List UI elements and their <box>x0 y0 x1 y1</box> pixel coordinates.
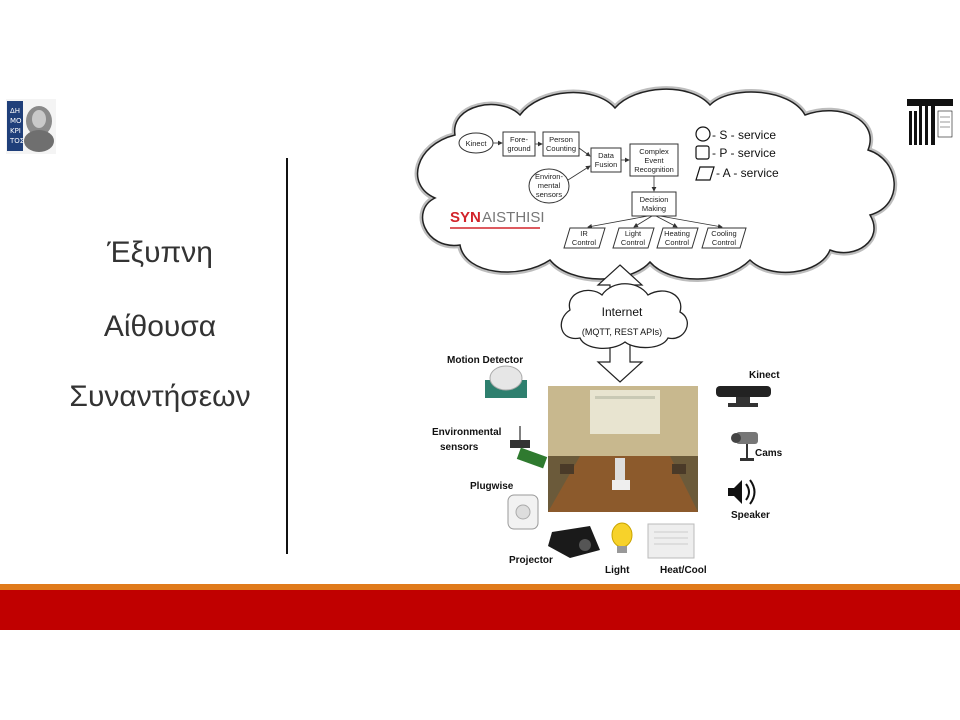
internet-cloud: Internet (MQTT, REST APIs) <box>560 283 688 349</box>
motion-detector-icon <box>485 365 527 398</box>
environmental-sensor-icon <box>510 426 548 469</box>
svg-text:Heating: Heating <box>664 229 690 238</box>
svg-text:ΤΟΣ: ΤΟΣ <box>9 137 24 145</box>
svg-text:Event: Event <box>644 156 664 165</box>
svg-text:Cooling: Cooling <box>711 229 736 238</box>
footer-stripe-red <box>0 590 960 630</box>
node-heating-control: Heating Control <box>656 227 699 249</box>
svg-text:Control: Control <box>665 238 690 247</box>
svg-text:SYN: SYN <box>450 209 481 226</box>
title-line-2: Αίθουσα <box>103 310 217 343</box>
architecture-diagram: Kinect Fore- ground Person Counting Envi… <box>414 86 898 576</box>
svg-text:Internet: Internet <box>602 305 643 319</box>
svg-text:Person: Person <box>549 135 573 144</box>
svg-text:Environ-: Environ- <box>535 172 563 181</box>
label-heat-cool: Heat/Cool <box>660 565 707 576</box>
svg-text:- S - service: - S - service <box>712 128 776 142</box>
svg-text:IR: IR <box>580 229 588 238</box>
label-light: Light <box>605 565 630 576</box>
system-cloud <box>414 86 898 282</box>
footer-stripe-orange <box>0 584 960 590</box>
title-line-3: Συναντήσεων <box>69 380 251 413</box>
svg-text:Complex: Complex <box>639 147 669 156</box>
vertical-divider <box>286 158 288 554</box>
node-foreground: Fore- ground <box>502 131 536 157</box>
svg-text:Decision: Decision <box>640 195 669 204</box>
plugwise-icon <box>507 494 539 530</box>
title-line-1: Έξυπνη <box>107 236 213 269</box>
node-kinect: Kinect <box>458 132 494 154</box>
label-motion-detector: Motion Detector <box>447 355 523 366</box>
label-projector: Projector <box>509 555 553 566</box>
label-kinect: Kinect <box>749 370 780 381</box>
label-environmental-sensors-1: Environmental <box>432 427 502 438</box>
node-ir-control: IR Control <box>563 227 606 249</box>
svg-text:- A - service: - A - service <box>716 166 779 180</box>
svg-text:Control: Control <box>572 238 597 247</box>
svg-text:sensors: sensors <box>536 190 563 199</box>
speaker-icon <box>728 479 756 505</box>
node-light-control: Light Control <box>612 227 655 249</box>
svg-text:ΔΗ: ΔΗ <box>10 107 20 115</box>
svg-text:Kinect: Kinect <box>466 139 488 148</box>
svg-text:Light: Light <box>625 229 642 238</box>
node-person-counting: Person Counting <box>542 131 580 157</box>
node-environmental-sensors: Environ- mental sensors <box>528 168 570 204</box>
svg-text:ΚΡΙ: ΚΡΙ <box>10 127 21 135</box>
institute-logo-icon <box>907 99 953 145</box>
heat-cool-unit-icon <box>647 523 695 559</box>
cloud-edges <box>493 140 723 229</box>
label-environmental-sensors-2: sensors <box>440 442 479 453</box>
node-decision-making: Decision Making <box>631 191 677 217</box>
svg-text:ΜΟ: ΜΟ <box>10 117 22 125</box>
svg-text:ground: ground <box>507 144 530 153</box>
svg-text:AISTHISI: AISTHISI <box>482 209 545 226</box>
node-data-fusion: Data Fusion <box>590 147 622 173</box>
camera-icon <box>731 432 758 461</box>
projector-icon <box>548 526 600 558</box>
node-complex-event-recognition: Complex Event Recognition <box>629 143 679 177</box>
svg-text:Making: Making <box>642 204 666 213</box>
node-cooling-control: Cooling Control <box>701 227 747 249</box>
svg-text:- P - service: - P - service <box>712 146 776 160</box>
light-bulb-icon <box>611 522 633 553</box>
svg-text:Fore-: Fore- <box>510 135 528 144</box>
label-speaker: Speaker <box>731 510 770 521</box>
svg-text:Fusion: Fusion <box>595 160 618 169</box>
svg-text:Recognition: Recognition <box>634 165 674 174</box>
svg-text:Control: Control <box>621 238 646 247</box>
svg-text:Control: Control <box>712 238 737 247</box>
svg-text:Data: Data <box>598 151 615 160</box>
label-plugwise: Plugwise <box>470 481 514 492</box>
kinect-icon <box>716 386 771 407</box>
democritus-logo-icon: ΔΗ ΜΟ ΚΡΙ ΤΟΣ <box>6 99 56 154</box>
svg-text:mental: mental <box>538 181 561 190</box>
label-cams: Cams <box>755 448 783 459</box>
svg-text:(MQTT, REST APIs): (MQTT, REST APIs) <box>582 327 662 337</box>
svg-text:Counting: Counting <box>546 144 576 153</box>
meeting-room-photo <box>548 386 698 512</box>
service-legend: - S - service - P - service - A - servic… <box>695 126 779 181</box>
synaisthisi-logo: SYN AISTHISI <box>450 209 545 229</box>
